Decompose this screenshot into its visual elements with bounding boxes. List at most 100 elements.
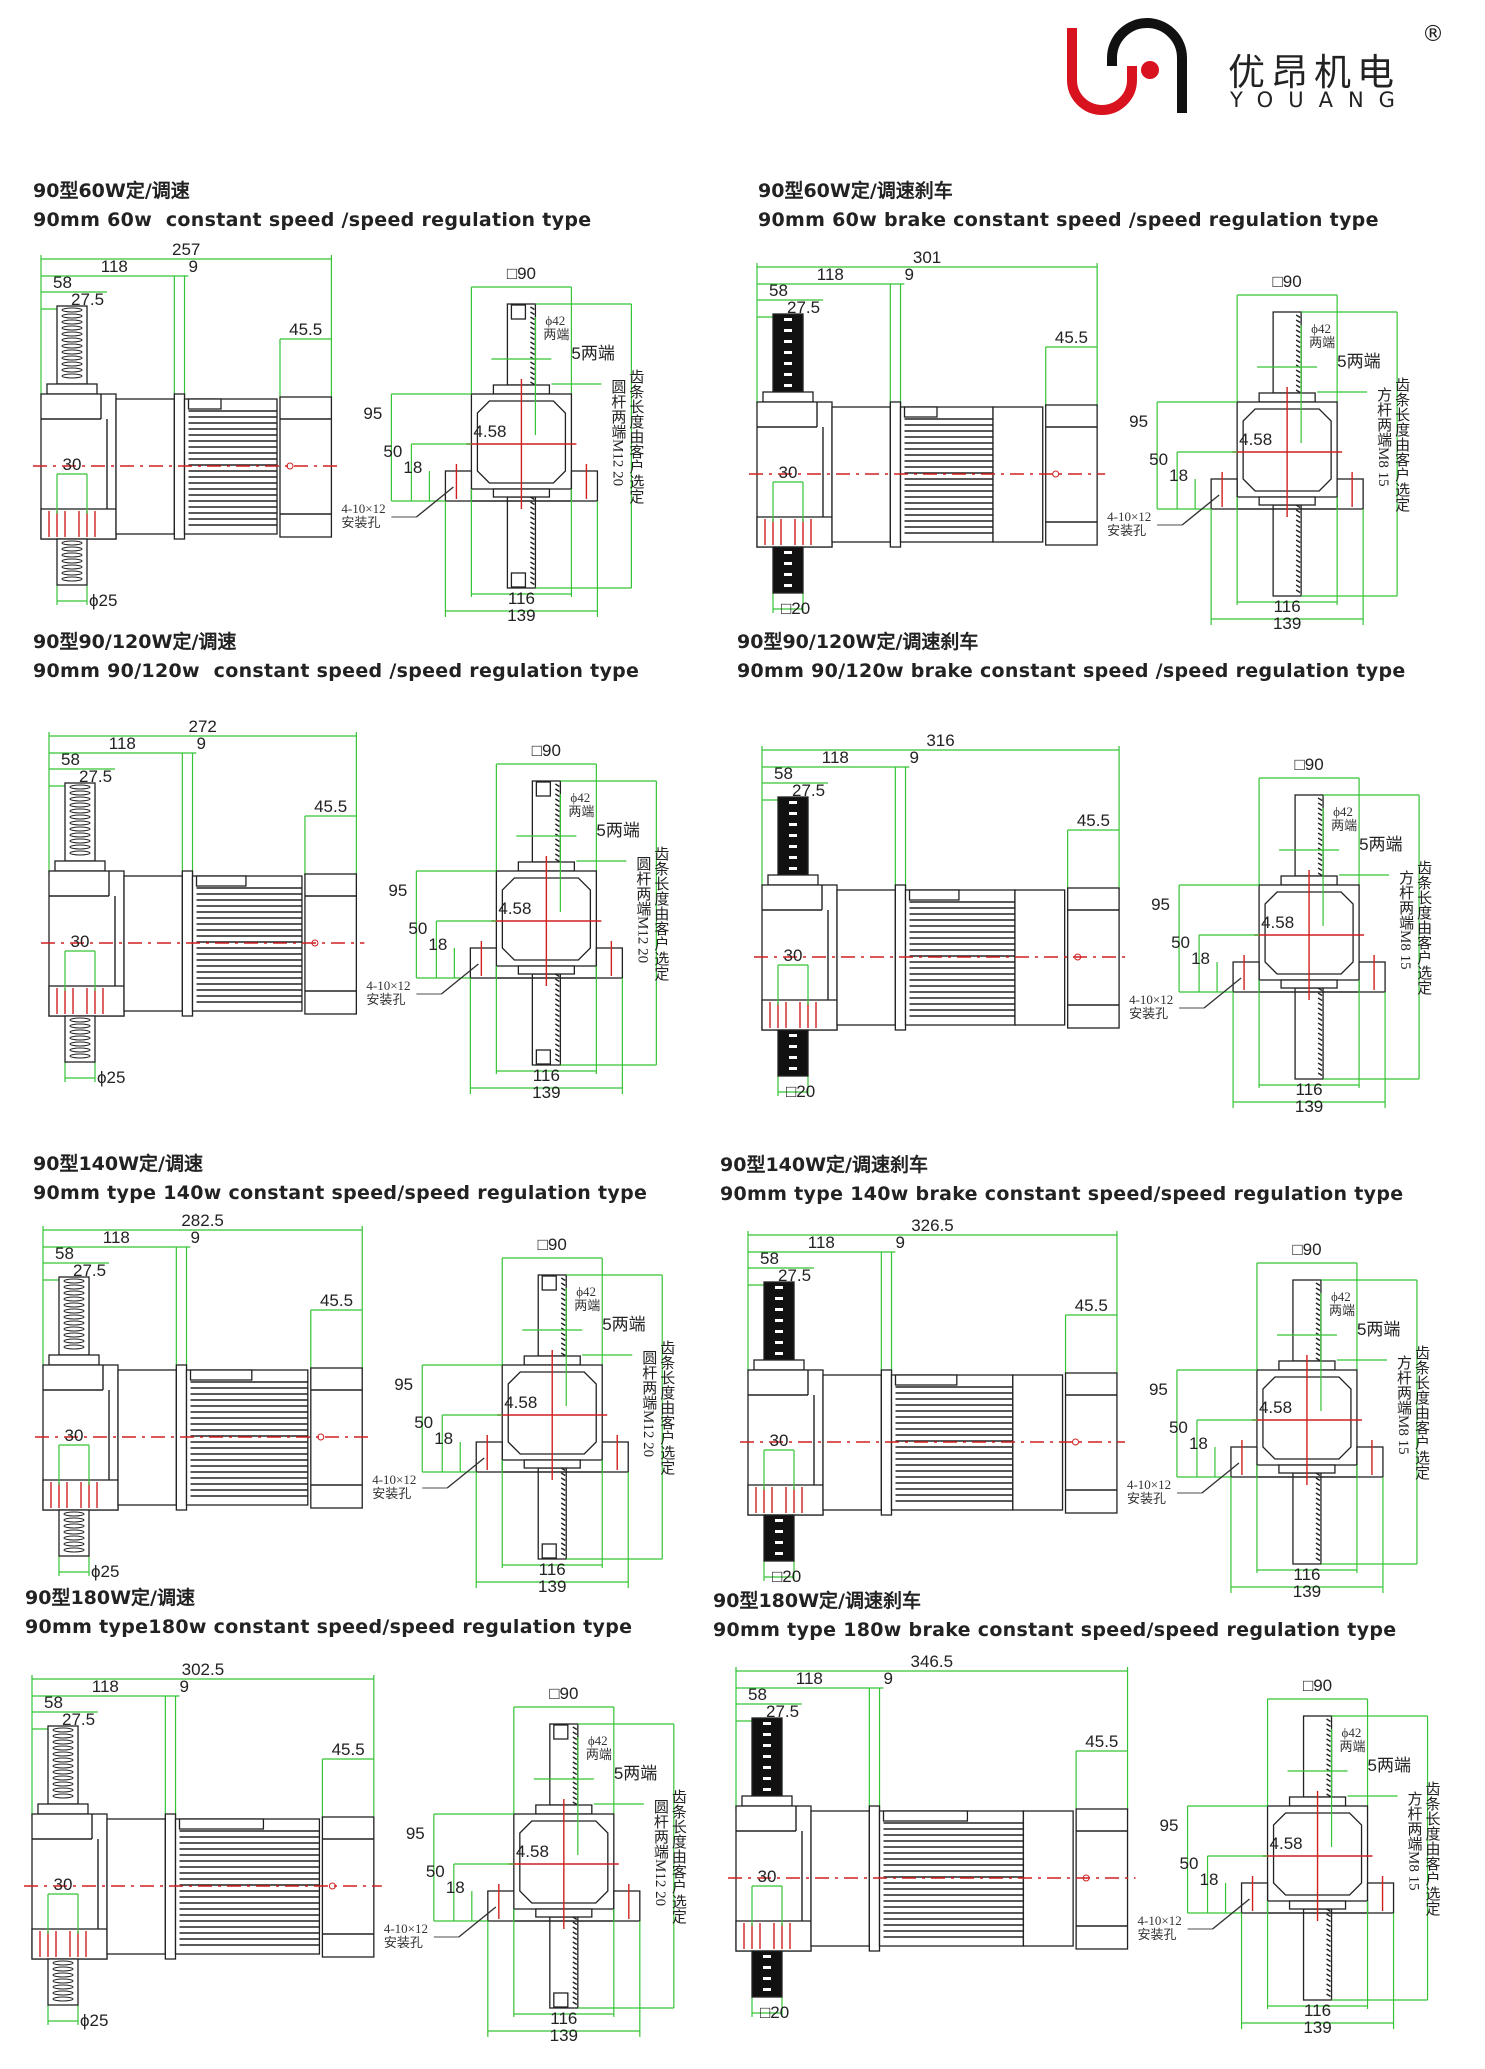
dim-30: 30	[770, 1431, 789, 1450]
dim-18: 18	[428, 935, 447, 954]
brand-name-cn: 优昂机电	[1228, 51, 1400, 94]
title-cn: 90型90/120W定/调速	[33, 631, 237, 653]
rack-tooth	[69, 844, 91, 850]
rack-slot	[775, 1319, 783, 1322]
rack-tooth-edge	[572, 1756, 578, 1761]
rack-tooth	[61, 361, 83, 367]
leader-line	[1203, 977, 1242, 1009]
front-octagon	[1262, 1376, 1352, 1460]
rack-tooth-edge	[1326, 1968, 1331, 1973]
rack-tooth-edge	[1295, 509, 1301, 514]
rack-tooth-edge	[530, 331, 535, 336]
rack-tooth	[63, 1320, 85, 1326]
rack-tooth-edge	[572, 1951, 578, 1956]
title-cn: 90型140W定/调速刹车	[720, 1154, 928, 1176]
rack-tooth-edge	[554, 803, 560, 808]
dim-5-ends: 5两端	[614, 1764, 657, 1783]
motor-end-cap	[1075, 1808, 1129, 1950]
rack-tooth-edge	[1315, 1522, 1321, 1527]
dim-50: 50	[408, 919, 427, 938]
dim-50: 50	[414, 1413, 433, 1432]
rack-tooth-edge	[1295, 334, 1301, 339]
dim-total-length: 302.5	[182, 1660, 225, 1679]
dim-30: 30	[65, 1426, 84, 1445]
rack-tooth-edge	[560, 1347, 566, 1352]
rack-tooth-edge	[1326, 1723, 1331, 1728]
left-foot	[475, 1441, 503, 1473]
rack-tooth	[61, 576, 83, 582]
rack-tooth-edge	[554, 988, 560, 993]
rack-tooth	[52, 1972, 74, 1978]
dim-118: 118	[796, 1669, 823, 1688]
rack-tooth-edge	[572, 1991, 578, 1996]
rack-tooth-edge	[560, 1487, 566, 1492]
rack-tooth-edge	[1295, 569, 1301, 574]
dim-phi42: ϕ42	[545, 313, 565, 328]
motor-terminal-strip	[894, 1374, 958, 1386]
title-cn: 90型140W定/调速	[33, 1153, 203, 1175]
dim-total-length: 257	[172, 240, 200, 259]
lower-rack	[763, 1514, 795, 1562]
dim-square-90: □90	[1303, 1676, 1332, 1695]
rack-tooth	[61, 552, 83, 558]
rack-slot	[784, 584, 792, 587]
rack-tooth	[61, 313, 83, 319]
motor-terminal-strip	[882, 1810, 969, 1822]
dim-118: 118	[103, 1228, 130, 1247]
rack-tooth-edge	[530, 541, 535, 546]
rack-tooth-edge	[1317, 812, 1323, 817]
dim-95: 95	[1149, 1380, 1168, 1399]
rack-tooth-edge	[1295, 579, 1301, 584]
dim-square-90: □90	[507, 264, 536, 283]
rack-tooth-edge	[530, 306, 535, 311]
rack-tooth-edge	[1317, 1067, 1323, 1072]
rack-tooth-edge	[560, 1537, 566, 1542]
rack-tooth	[52, 1787, 74, 1793]
dim-phi42-note: 两端	[543, 327, 569, 342]
dim-18: 18	[446, 1878, 465, 1897]
dim-58: 58	[748, 1685, 767, 1704]
rack-tooth	[69, 1035, 91, 1041]
rack-tooth-edge	[530, 531, 535, 536]
leader-line	[458, 1906, 497, 1938]
rack-tooth	[52, 1978, 74, 1984]
rack-tooth-edge	[530, 346, 535, 351]
rack-tooth-edge	[530, 341, 535, 346]
dim-4-58: 4.58	[1270, 1834, 1303, 1853]
rack-tooth-edge	[1317, 1002, 1323, 1007]
title-cn: 90型90/120W定/调速刹车	[737, 631, 979, 653]
rack-tooth-edge	[1315, 1512, 1321, 1517]
rack-tooth	[52, 1751, 74, 1757]
dim-9: 9	[910, 748, 919, 767]
rack-tooth-edge	[1315, 1342, 1321, 1347]
rack-tooth	[52, 1960, 74, 1966]
dim-45-5: 45.5	[1085, 1732, 1118, 1751]
dim-50: 50	[1171, 933, 1190, 952]
dim-139: 139	[538, 1577, 566, 1596]
rack-slot	[784, 340, 792, 343]
rack-tooth	[63, 1535, 85, 1541]
rack-tooth-edge	[1315, 1542, 1321, 1547]
motor-terminal-strip	[195, 875, 247, 887]
rack-tooth-edge	[1315, 1517, 1321, 1522]
left-foot	[1230, 1446, 1258, 1478]
rack-tooth-edge	[1326, 1988, 1331, 1993]
dim-9: 9	[197, 734, 206, 753]
rack-tooth-edge	[554, 1048, 560, 1053]
rack-tooth	[63, 1541, 85, 1547]
rack-tooth-edge	[572, 1976, 578, 1981]
rack-tooth-edge	[1295, 379, 1301, 384]
rack-tooth	[63, 1296, 85, 1302]
dim-phi42: ϕ42	[1331, 1289, 1351, 1304]
rack-tooth-edge	[1295, 384, 1301, 389]
rack-slot	[784, 562, 792, 565]
dim-45-5: 45.5	[1077, 811, 1110, 830]
rack-tooth-edge	[572, 1786, 578, 1791]
rack-tooth-edge	[1315, 1347, 1321, 1352]
motor-end-cap	[310, 1367, 363, 1509]
rack-tooth-edge	[1326, 1913, 1331, 1918]
dim-phi42: ϕ42	[1333, 804, 1353, 819]
